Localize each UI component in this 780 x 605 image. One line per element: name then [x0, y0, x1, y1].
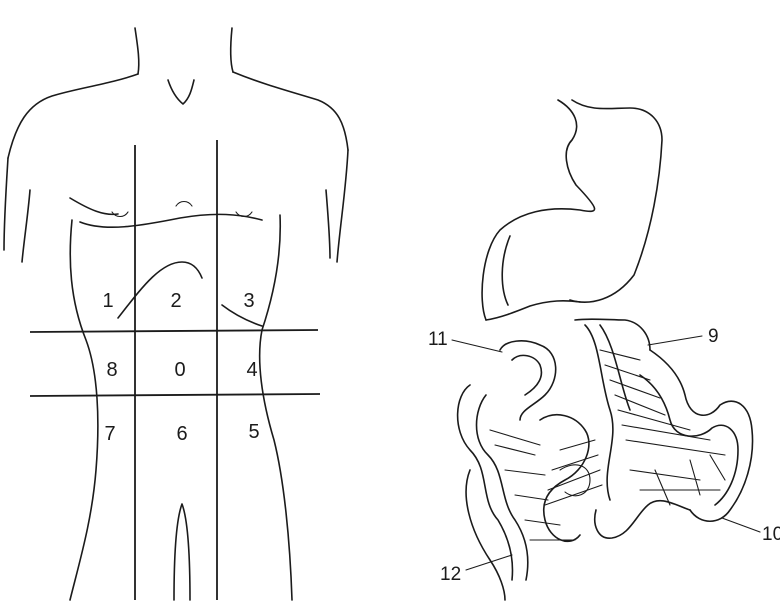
- grid-line-horizontal-upper: [30, 330, 318, 332]
- right-loop-inner: [640, 375, 738, 505]
- region-label-0: 0: [174, 359, 185, 381]
- callout-line-11: [452, 340, 502, 352]
- stomach-inner-fold: [502, 236, 510, 305]
- region-label-3: 3: [243, 290, 254, 312]
- rib-arch-left: [118, 262, 202, 318]
- left-torso-side: [70, 220, 98, 600]
- stomach-greater-curve: [570, 100, 662, 302]
- region-label-7: 7: [104, 423, 115, 445]
- grid-line-horizontal-lower: [30, 394, 320, 396]
- callout-label-11: 11: [428, 329, 448, 350]
- jejunum-start-top: [575, 319, 650, 350]
- left-nipple: [112, 212, 128, 217]
- callout-label-9: 9: [708, 326, 719, 347]
- chest-lower-line: [80, 214, 262, 227]
- loop-11-outer: [500, 341, 556, 420]
- mesentery-root-right: [600, 325, 630, 410]
- mesenteric-vessels-left: [545, 440, 602, 505]
- callout-line-10: [722, 518, 760, 532]
- region-label-4: 4: [246, 359, 257, 381]
- right-arm-inner: [326, 190, 330, 258]
- mesenteric-arcades-right: [630, 455, 725, 505]
- left-pectoral-top: [70, 198, 118, 214]
- neck-right-line: [231, 28, 233, 72]
- stomach-outer-curve: [482, 100, 594, 320]
- mid-loop-left: [540, 415, 589, 542]
- region-label-8: 8: [106, 359, 117, 381]
- callout-line-9: [648, 336, 702, 345]
- lower-loop-center: [595, 501, 690, 538]
- region-labels: 1 2 3 8 0 4 7 6 5: [102, 290, 259, 445]
- duodenum-inner: [486, 301, 580, 320]
- right-arm-outer: [337, 150, 348, 262]
- region-label-6: 6: [176, 423, 187, 445]
- torso-outline: [4, 28, 348, 600]
- sternum-mark: [176, 202, 192, 207]
- groin-line: [174, 504, 190, 600]
- neck-left-line: [135, 28, 139, 74]
- callout-label-10: 10: [762, 524, 780, 545]
- region-label-5: 5: [248, 421, 259, 443]
- left-arm-inner: [22, 190, 30, 262]
- stomach: [482, 100, 662, 320]
- mesenteric-vessels-right: [600, 350, 725, 455]
- left-shoulder: [8, 74, 138, 158]
- region-label-2: 2: [170, 290, 181, 312]
- left-arm-outer: [4, 158, 8, 250]
- loop-11-inner: [512, 355, 541, 395]
- rib-arch-right: [222, 305, 262, 326]
- callout-label-12: 12: [440, 564, 461, 585]
- jugular-notch: [168, 80, 194, 104]
- right-torso-side: [260, 215, 292, 600]
- region-label-1: 1: [102, 290, 113, 312]
- right-shoulder: [233, 72, 348, 150]
